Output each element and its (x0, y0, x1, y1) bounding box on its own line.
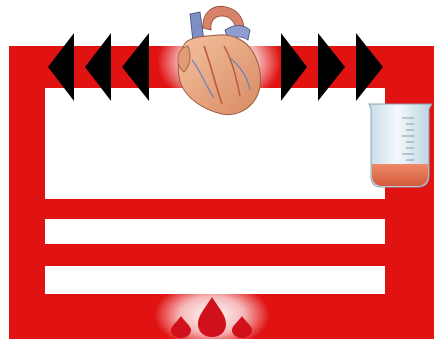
heart-body (178, 35, 260, 115)
lower-bar (45, 244, 385, 266)
arrow-right-icon (318, 33, 345, 101)
arrow-right-icon (356, 33, 383, 101)
right-arrow-group (281, 33, 383, 101)
beaker-liquid (372, 164, 428, 186)
arrow-right-icon (281, 33, 307, 101)
beaker-icon (369, 104, 432, 187)
arrow-left-icon (122, 33, 149, 101)
arrow-left-icon (48, 33, 74, 101)
arrow-left-icon (85, 33, 111, 101)
middle-bar (45, 199, 385, 219)
left-arrow-group (48, 33, 149, 101)
